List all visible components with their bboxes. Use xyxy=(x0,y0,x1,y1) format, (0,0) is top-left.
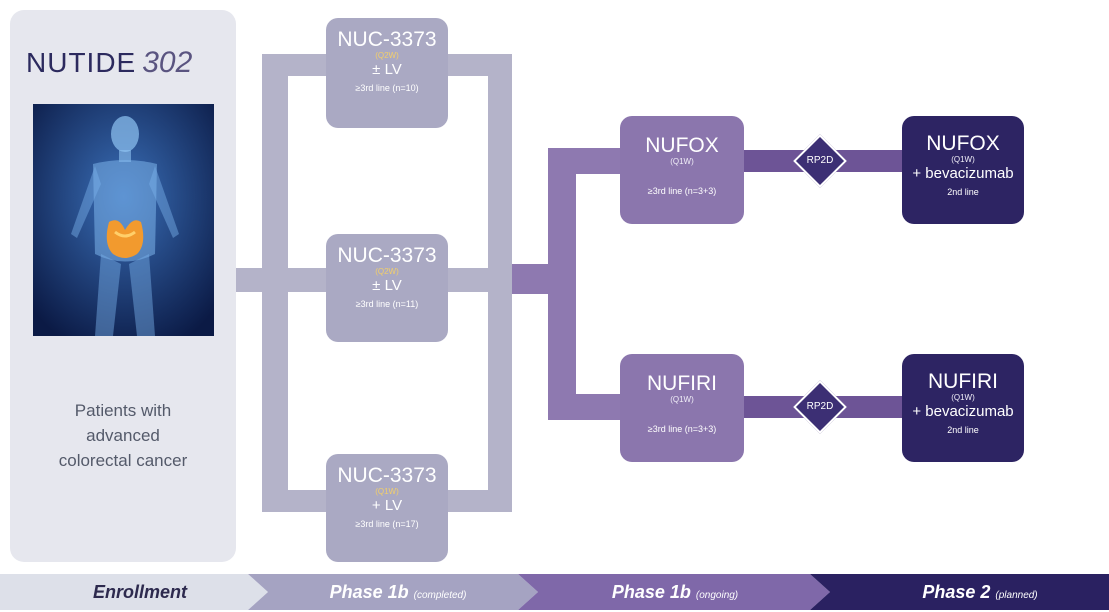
box-title: NUC-3373 xyxy=(337,244,437,267)
phase-timeline-bar xyxy=(0,574,1109,610)
box-title: NUC-3373 xyxy=(337,464,437,487)
box-schedule: (Q1W) xyxy=(375,487,399,496)
nufox-bevacizumab-box: NUFOX (Q1W) + bevacizumab 2nd line xyxy=(902,116,1024,224)
enrollment-line: Patients with xyxy=(74,401,172,420)
connector xyxy=(288,268,328,292)
logo-brand: NUTIDE xyxy=(26,47,137,78)
nufox-box: NUFOX (Q1W) ≥3rd line (n=3+3) xyxy=(620,116,744,224)
box-line: 2nd line xyxy=(947,425,979,435)
box-schedule: (Q1W) xyxy=(670,395,694,404)
box-schedule: (Q2W) xyxy=(375,51,399,60)
box-title: NUFIRI xyxy=(647,372,717,395)
nuc3373-q2w-box-2: NUC-3373 (Q2W) ± LV ≥3rd line (n=11) xyxy=(326,234,448,342)
box-line: ≥3rd line (n=17) xyxy=(355,519,419,529)
connector xyxy=(236,268,262,292)
box-combo: ± LV xyxy=(372,61,402,78)
nuc3373-q1w-box: NUC-3373 (Q1W) + LV ≥3rd line (n=17) xyxy=(326,454,448,562)
box-title: NUFIRI xyxy=(928,370,998,393)
phase-2-planned: Phase 2 (planned) xyxy=(922,582,1038,602)
nufiri-bevacizumab-box: NUFIRI (Q1W) + bevacizumab 2nd line xyxy=(902,354,1024,462)
phase-enrollment: Enrollment xyxy=(92,582,187,602)
box-line: ≥3rd line (n=3+3) xyxy=(647,186,717,196)
box-schedule: (Q1W) xyxy=(670,157,694,166)
connector xyxy=(488,54,512,512)
connector xyxy=(262,54,288,512)
box-combo: + bevacizumab xyxy=(912,165,1014,182)
box-title: NUC-3373 xyxy=(337,28,437,51)
connector xyxy=(548,148,622,174)
nufiri-box: NUFIRI (Q1W) ≥3rd line (n=3+3) xyxy=(620,354,744,462)
box-schedule: (Q1W) xyxy=(951,393,975,402)
phase-1b-completed: Phase 1b (completed) xyxy=(329,582,467,602)
anatomy-illustration xyxy=(33,104,214,336)
nuc3373-q2w-box-1: NUC-3373 (Q2W) ± LV ≥3rd line (n=10) xyxy=(326,18,448,128)
connector xyxy=(262,490,328,512)
rp2d-label-top: RP2D xyxy=(806,155,834,166)
connector xyxy=(512,264,548,294)
rp2d-label-bottom: RP2D xyxy=(806,401,834,412)
phase-1b-ongoing: Phase 1b (ongoing) xyxy=(611,582,739,602)
connector xyxy=(448,268,488,292)
box-combo: + bevacizumab xyxy=(912,403,1014,420)
connector xyxy=(262,54,328,76)
box-combo: + LV xyxy=(371,497,403,514)
box-line: 2nd line xyxy=(947,187,979,197)
box-line: ≥3rd line (n=11) xyxy=(355,299,419,309)
enrollment-line: advanced xyxy=(86,426,160,445)
box-combo: ± LV xyxy=(372,277,402,294)
box-schedule: (Q1W) xyxy=(951,155,975,164)
box-title: NUFOX xyxy=(926,132,1000,155)
connector xyxy=(548,148,576,420)
box-line: ≥3rd line (n=3+3) xyxy=(647,424,717,434)
box-title: NUFOX xyxy=(645,134,719,157)
box-schedule: (Q2W) xyxy=(375,267,399,276)
enrollment-description: Patients with advanced colorectal cancer xyxy=(20,398,226,473)
enrollment-line: colorectal cancer xyxy=(58,451,188,470)
connector xyxy=(548,394,622,420)
box-line: ≥3rd line (n=10) xyxy=(355,83,419,93)
logo-number: 302 xyxy=(142,46,193,79)
